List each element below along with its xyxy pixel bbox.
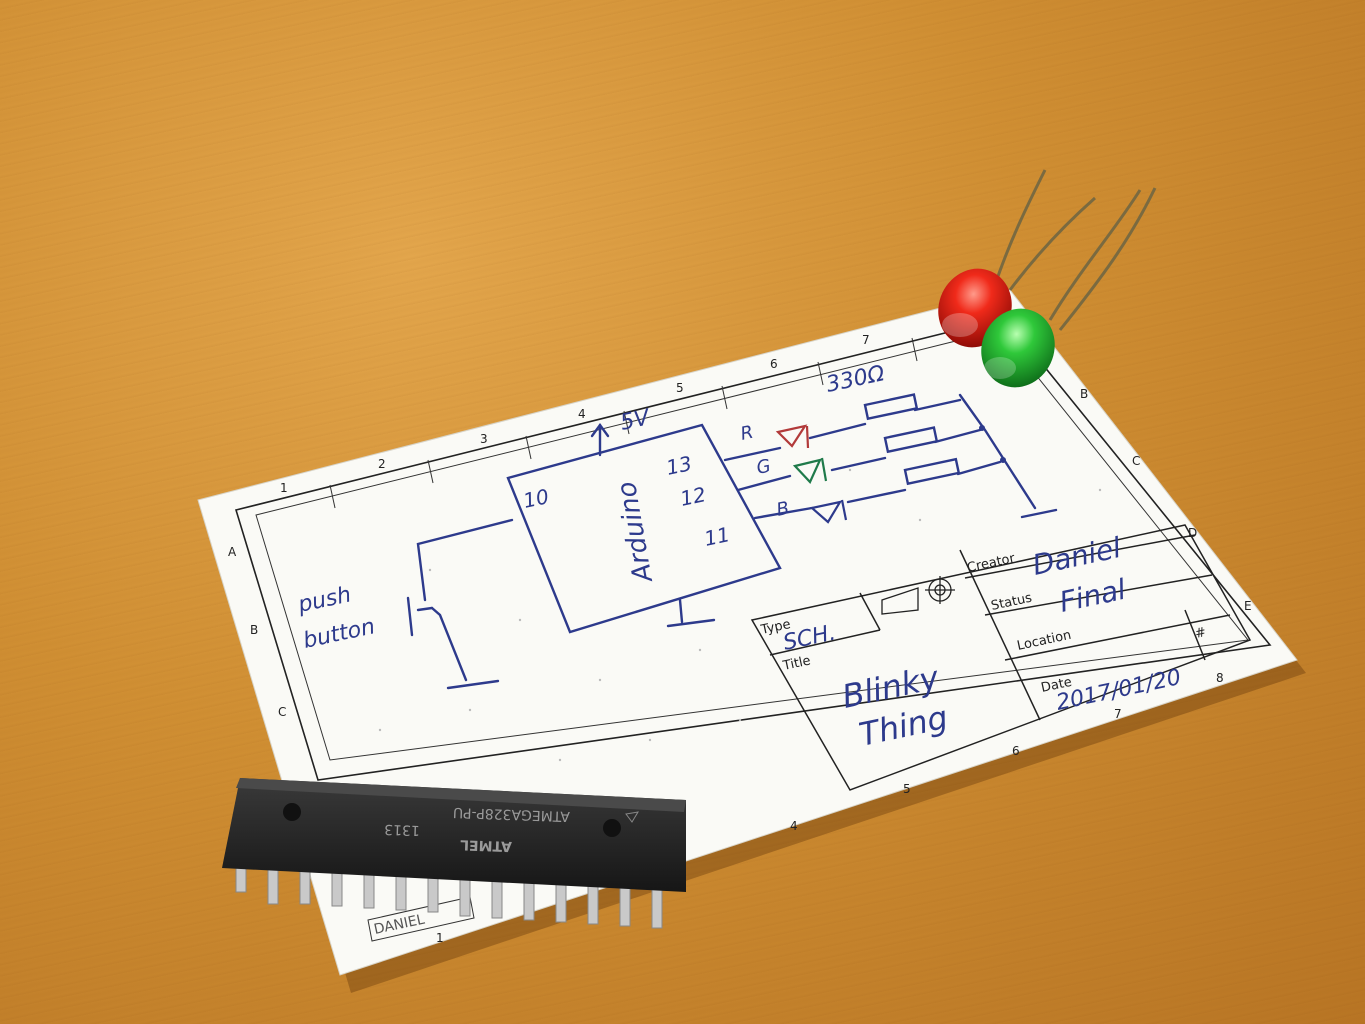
col-number: 1 [280,481,288,495]
pin-label: 11 [702,522,732,551]
col-number: 5 [903,782,911,796]
led-label-r: R [739,422,756,445]
col-number: 3 [480,432,488,446]
row-letter: A [228,545,237,559]
col-number: 7 [862,333,870,347]
row-letter: C [278,705,286,719]
col-number: 7 [1114,707,1122,721]
pin-label: 12 [678,482,708,511]
chip-date-code: 1313 [384,821,420,838]
led-label-b: B [775,498,791,521]
col-number: 1 [436,931,444,945]
row-letter: D [1188,526,1197,540]
schematic-wires [406,393,1058,690]
title-block [750,524,1252,791]
col-number: 4 [578,407,586,421]
title-label: Title [781,653,812,674]
col-number: 2 [378,457,386,471]
row-letter: B [250,623,258,637]
col-number: 5 [676,381,684,395]
chip-part-number: ATMEGA328P-PU [453,804,570,824]
col-number: 4 [790,819,798,833]
row-letter: E [1244,599,1252,613]
atmega-chip: ATMEGA328P-PU 1313 ATMEL [222,778,686,929]
type-label: Type [759,617,792,638]
col-number: 6 [770,357,778,371]
green-led [981,187,1157,388]
pin-label: 10 [521,484,551,513]
led-label-g: G [755,455,773,478]
date-label: Date [1040,675,1074,696]
row-letter: B [1080,387,1088,401]
col-number: 6 [1012,744,1020,758]
number-label: # [1194,625,1208,642]
chip-brand: ATMEL [460,836,512,854]
col-number: 8 [1216,671,1224,685]
pin-label: 13 [664,451,694,480]
row-letter: C [1132,454,1140,468]
